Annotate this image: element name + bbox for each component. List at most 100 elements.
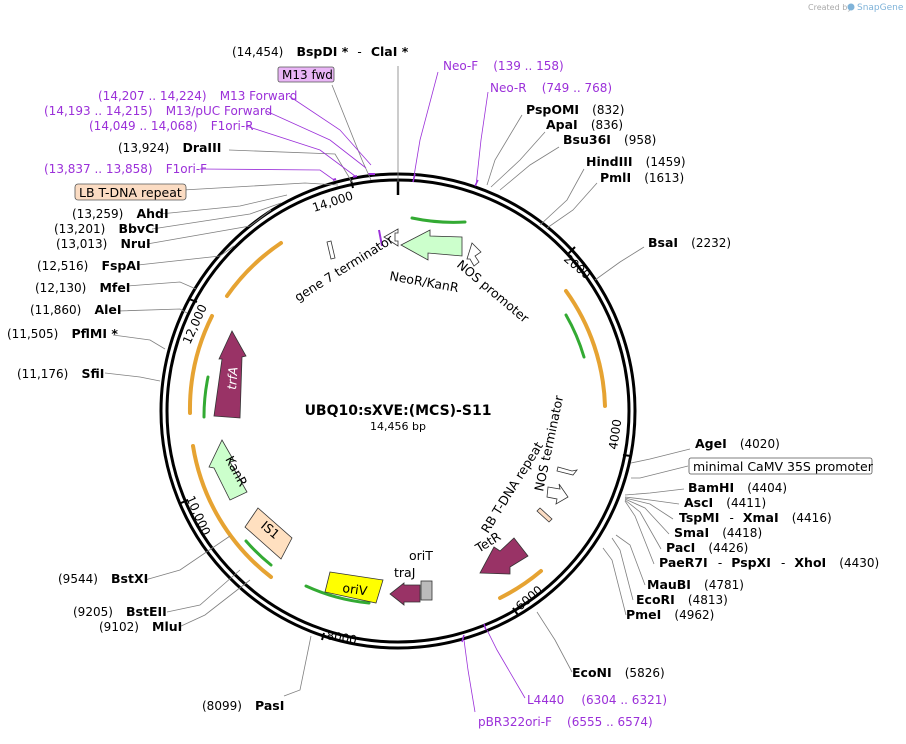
- leader-line: [137, 245, 235, 266]
- primer-tick: [378, 229, 383, 247]
- site-bsteii[interactable]: (9205) BstEII: [73, 601, 167, 620]
- site-pflmi[interactable]: (11,505) PflMI *: [7, 323, 118, 342]
- lb-tdna-box[interactable]: [74, 183, 187, 201]
- leader-line: [624, 500, 655, 565]
- leader-line: [331, 84, 372, 181]
- leader-lines: [104, 66, 691, 713]
- tick-mark: [622, 454, 632, 457]
- neor-kanr-label: NeoR/KanR: [388, 268, 460, 295]
- leader-line: [546, 182, 598, 229]
- orit-label: oriT: [409, 548, 433, 563]
- leader-line: [112, 334, 166, 350]
- site-fspai[interactable]: (12,516) FspAI: [37, 255, 141, 274]
- site-bsai[interactable]: BsaI (2232): [648, 232, 731, 251]
- is1-box[interactable]: [244, 507, 293, 560]
- camv35s-marker: [556, 466, 578, 476]
- site-paer7i-pspxi-xhoi[interactable]: PaeR7I - PspXI - XhoI (4430): [659, 552, 879, 571]
- gene7-terminator-marker: [383, 228, 399, 247]
- primer-neo-f[interactable]: Neo-F (139 .. 158): [443, 55, 564, 74]
- leader-line: [117, 308, 188, 314]
- leader-line: [624, 496, 680, 505]
- primer-leader: [245, 125, 356, 177]
- site-econi[interactable]: EcoNI (5826): [572, 662, 665, 681]
- site-hindiii[interactable]: HindIII (1459): [586, 151, 686, 170]
- snapgene-logo-icon: [847, 3, 855, 11]
- primer-pbr322ori-f[interactable]: pBR322ori-F (6555 .. 6574): [478, 711, 653, 730]
- primer-tick: [483, 623, 487, 631]
- tetr-arrow[interactable]: [479, 537, 529, 575]
- site-bbvci[interactable]: (13,201) BbvCI: [54, 218, 159, 237]
- site-bspdi-clai[interactable]: (14,454) BspDI * - ClaI *: [232, 41, 409, 60]
- primer-neo-r[interactable]: Neo-R (749 .. 768): [490, 77, 612, 96]
- site-draiii[interactable]: (13,924) DraIII: [118, 137, 221, 156]
- site-ecori[interactable]: EcoRI (4813): [636, 589, 728, 608]
- nos-promoter-label: NOS promoter: [454, 257, 533, 326]
- site-apai[interactable]: ApaI (836): [546, 114, 623, 133]
- lb-tdna-label: LB T-DNA repeat: [79, 185, 182, 200]
- leader-line: [499, 146, 560, 191]
- site-asci[interactable]: AscI (4411): [684, 492, 766, 511]
- gene7-terminator-label: gene 7 terminator: [292, 231, 397, 304]
- trfa-arrow[interactable]: [213, 330, 247, 419]
- leader-line: [536, 611, 573, 673]
- primer-leader: [412, 71, 439, 183]
- site-mfei[interactable]: (12,130) MfeI: [35, 277, 130, 296]
- m13-fwd-box[interactable]: [277, 66, 335, 83]
- leader-line: [624, 497, 674, 520]
- leader-line: [178, 579, 251, 628]
- rb-tdna-marker: [536, 507, 553, 523]
- site-smai[interactable]: SmaI (4418): [674, 522, 762, 541]
- orf-arc-green: [244, 539, 273, 567]
- primer-f1ori-f[interactable]: (13,837 .. 13,858) F1ori-F: [44, 158, 207, 177]
- orf-arc-green: [410, 216, 467, 224]
- lb-tdna-marker: [326, 240, 336, 260]
- site-bamhi[interactable]: BamHI (4404): [688, 477, 787, 496]
- leader-line: [624, 488, 685, 496]
- leader-line: [126, 281, 197, 290]
- site-agei[interactable]: AgeI (4020): [695, 433, 780, 452]
- site-sfii[interactable]: (11,176) SfiI: [17, 363, 104, 382]
- oriv-label: oriV: [342, 580, 369, 598]
- neor-kanr-arrow[interactable]: [400, 229, 463, 261]
- site-alei[interactable]: (11,860) AleI: [30, 299, 122, 318]
- primer-m13-puc-forward[interactable]: (14,193 .. 14,215) M13/pUC Forward: [44, 100, 272, 119]
- leader-line: [624, 498, 670, 535]
- site-maubi[interactable]: MauBI (4781): [647, 574, 744, 593]
- orf-arc: [564, 289, 607, 408]
- site-mlui[interactable]: (9102) MluI: [99, 616, 182, 635]
- leader-line: [594, 246, 645, 281]
- tick-label: 14,000: [311, 189, 355, 215]
- site-ahdi[interactable]: (13,259) AhdI: [72, 203, 169, 222]
- site-pmei[interactable]: PmeI (4962): [626, 604, 714, 623]
- orf-arc: [191, 444, 273, 579]
- primer-l4440[interactable]: L4440 (6304 .. 6321): [527, 689, 667, 708]
- site-bsu36i[interactable]: Bsu36I (958): [563, 129, 656, 148]
- kanr-arrow[interactable]: [208, 439, 248, 501]
- leader-line: [228, 149, 353, 183]
- site-paci[interactable]: PacI (4426): [666, 537, 748, 556]
- leader-line: [283, 635, 312, 697]
- watermark-brand: SnapGene: [857, 3, 904, 13]
- primer-m13-forward[interactable]: (14,207 .. 14,224) M13 Forward: [98, 85, 297, 104]
- orf-arc: [498, 569, 543, 600]
- camv35s-box[interactable]: [688, 457, 873, 475]
- m13-fwd-label: M13 fwd: [282, 68, 333, 82]
- orit-marker: [420, 580, 433, 601]
- primer-leader: [288, 95, 372, 166]
- orf-arc-green: [564, 313, 586, 359]
- site-tspmi-xmai[interactable]: TspMI - XmaI (4416): [679, 507, 832, 526]
- site-pspomi[interactable]: PspOMI (832): [526, 99, 624, 118]
- primer-tick: [352, 175, 358, 178]
- site-pasi[interactable]: (8099) PasI: [202, 695, 284, 714]
- primer-f1ori-r[interactable]: (14,049 .. 14,068) F1ori-R: [89, 115, 254, 134]
- traj-arrow[interactable]: [389, 582, 421, 606]
- primer-leader: [463, 639, 476, 713]
- site-pmli[interactable]: PmlI (1613): [600, 167, 684, 186]
- oriv-box[interactable]: [324, 571, 384, 604]
- site-bstxi[interactable]: (9544) BstXI: [58, 568, 148, 587]
- leader-line: [182, 182, 339, 191]
- primer-tick: [461, 634, 465, 643]
- plasmid-name: UBQ10:sXVE:(MCS)-S11: [305, 403, 492, 419]
- site-nrui[interactable]: (13,013) NruI: [56, 233, 151, 252]
